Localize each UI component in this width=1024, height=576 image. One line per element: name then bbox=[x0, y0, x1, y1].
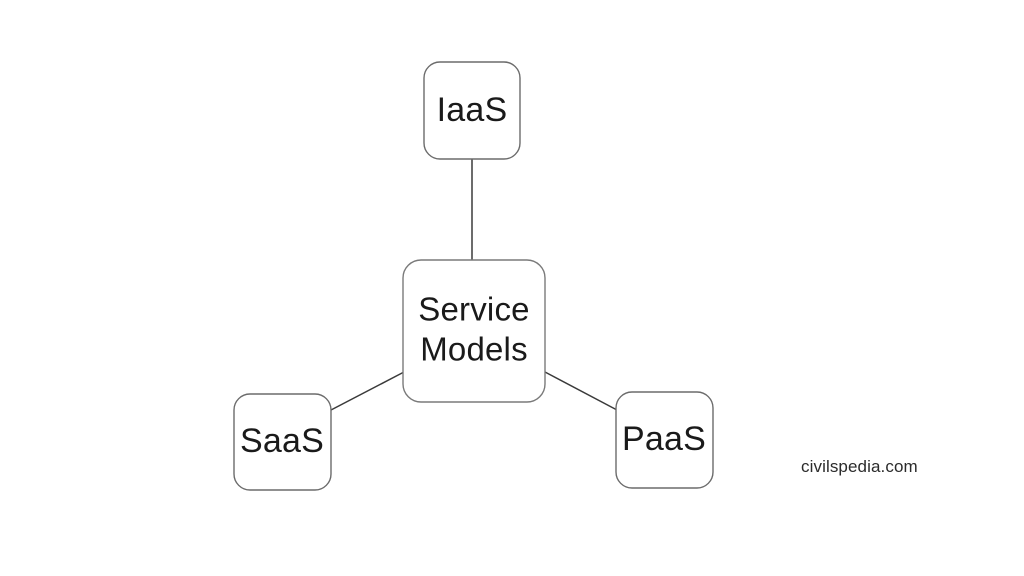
node-service-models-label-line1: Service bbox=[418, 291, 529, 328]
node-saas-box[interactable] bbox=[233, 393, 332, 491]
node-service-models-label-line2: Models bbox=[420, 331, 528, 368]
node-service-models[interactable]: Service Models bbox=[402, 259, 546, 403]
connector-center-to-saas bbox=[330, 371, 405, 411]
connector-group bbox=[330, 159, 618, 411]
connector-center-to-paas bbox=[544, 371, 618, 411]
watermark-text: civilspedia.com bbox=[801, 457, 918, 476]
node-paas[interactable]: PaaS bbox=[615, 391, 714, 489]
node-iaas-box[interactable] bbox=[423, 61, 521, 160]
node-service-models-box[interactable] bbox=[402, 259, 546, 403]
node-iaas[interactable]: IaaS bbox=[423, 61, 521, 160]
node-paas-label: PaaS bbox=[622, 420, 706, 458]
node-saas[interactable]: SaaS bbox=[233, 393, 332, 491]
node-saas-label: SaaS bbox=[240, 422, 324, 460]
node-paas-box[interactable] bbox=[615, 391, 714, 489]
node-iaas-label: IaaS bbox=[437, 91, 508, 129]
